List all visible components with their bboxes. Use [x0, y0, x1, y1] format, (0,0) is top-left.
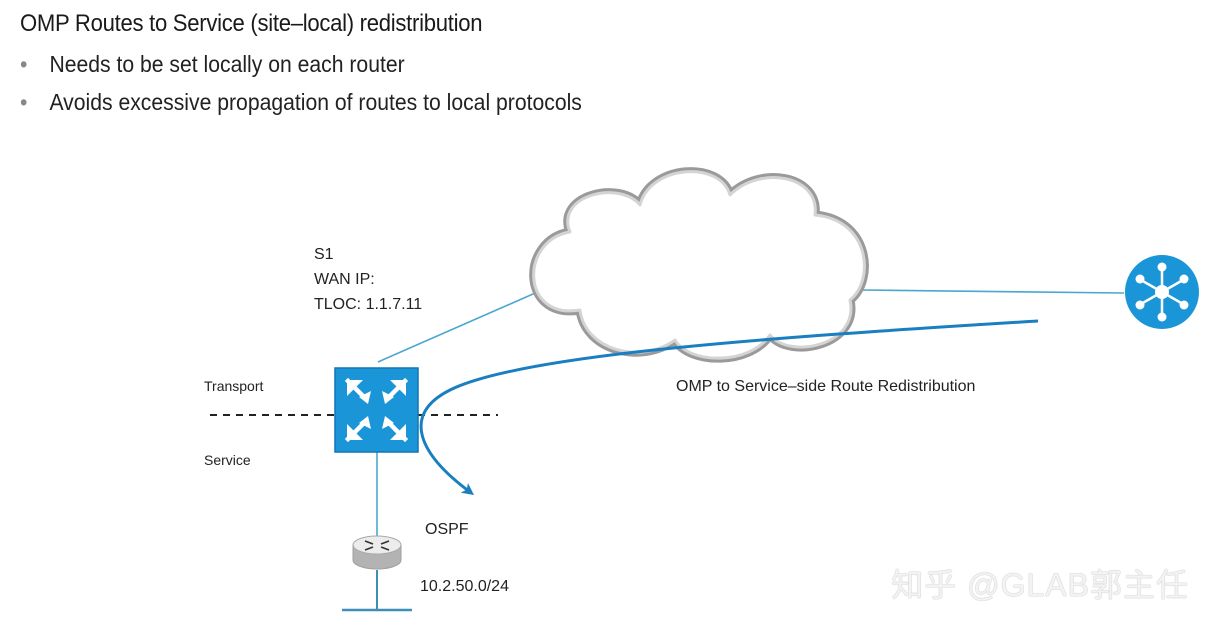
- wan-cloud-icon: [529, 167, 869, 363]
- bullet-text: Avoids excessive propagation of routes t…: [49, 89, 582, 115]
- site-info: S1 WAN IP: TLOC: 1.1.7.11: [314, 242, 422, 317]
- lan-router-icon[interactable]: [352, 535, 402, 570]
- ospf-label: OSPF: [425, 521, 469, 538]
- flow-label: OMP to Service–side Route Redistribution: [676, 378, 976, 395]
- site-name: S1: [314, 246, 334, 263]
- bullet-item: • Avoids excessive propagation of routes…: [20, 86, 582, 124]
- site-wan-ip: WAN IP:: [314, 271, 375, 288]
- bullet-text: Needs to be set locally on each router: [49, 51, 405, 77]
- bullet-glyph: •: [20, 51, 28, 77]
- wan-link: [377, 282, 559, 363]
- service-label: Service: [204, 452, 251, 468]
- bullet-item: • Needs to be set locally on each router: [20, 48, 582, 86]
- vsmart-controller-icon[interactable]: [1125, 255, 1199, 329]
- controller-link: [859, 289, 1125, 294]
- bullet-glyph: •: [20, 89, 28, 115]
- slide-title: OMP Routes to Service (site–local) redis…: [20, 10, 483, 37]
- transport-label: Transport: [204, 378, 264, 394]
- subnet-label: 10.2.50.0/24: [420, 578, 509, 595]
- bullet-list: • Needs to be set locally on each router…: [20, 48, 631, 124]
- redistribution-flow-arrow: [419, 319, 1039, 495]
- watermark: 知乎 @GLAB郭主任: [891, 567, 1189, 603]
- site-tloc: TLOC: 1.1.7.11: [314, 296, 423, 313]
- vedge-router-icon[interactable]: [334, 367, 419, 453]
